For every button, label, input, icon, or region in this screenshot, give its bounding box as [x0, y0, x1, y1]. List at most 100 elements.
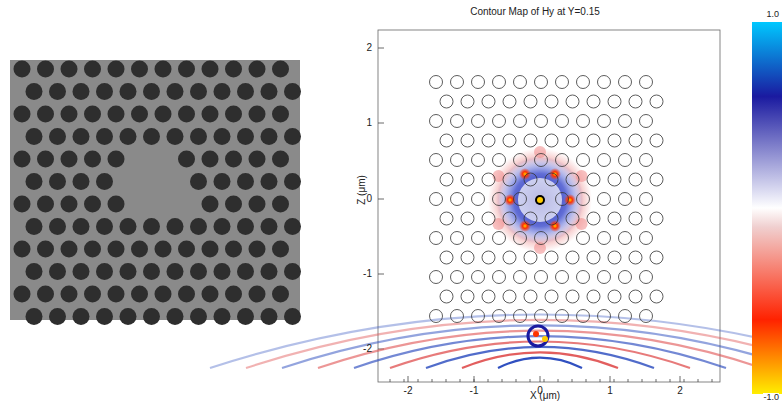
air-hole — [284, 263, 301, 280]
minor-tick — [600, 379, 601, 382]
hole-outline — [598, 193, 611, 206]
tick-label: 2 — [366, 43, 372, 53]
air-hole — [225, 196, 242, 213]
hole-outline — [482, 134, 495, 147]
hole-outline — [451, 193, 464, 206]
hole-outline — [472, 115, 485, 128]
hole-outline — [619, 232, 632, 245]
colorbar — [752, 22, 782, 394]
hole-outline — [650, 95, 663, 108]
hole-outline — [640, 76, 653, 89]
hole-outline — [577, 154, 590, 167]
hole-outline — [587, 251, 600, 264]
tick — [378, 48, 384, 49]
air-hole — [120, 128, 137, 145]
hole-outline — [440, 134, 453, 147]
minor-tick — [586, 379, 587, 382]
air-hole — [49, 308, 66, 325]
hole-outline — [493, 310, 506, 323]
hole-outline — [524, 290, 537, 303]
minor-tick — [460, 379, 461, 382]
hole-outline — [577, 193, 590, 206]
hole-outline — [461, 251, 474, 264]
air-hole — [108, 151, 125, 168]
hole-outline — [524, 251, 537, 264]
hole-outline — [503, 290, 516, 303]
hole-outline — [566, 134, 579, 147]
air-hole — [84, 286, 101, 303]
hole-outline — [493, 271, 506, 284]
air-hole — [237, 173, 254, 190]
hole-outline — [514, 154, 527, 167]
hole-outline — [566, 95, 579, 108]
air-hole — [37, 106, 54, 123]
hole-outline — [608, 212, 621, 225]
air-hole — [120, 83, 137, 100]
air-hole — [272, 286, 289, 303]
air-hole — [178, 106, 195, 123]
air-hole — [178, 61, 195, 78]
minor-tick — [628, 379, 629, 382]
hole-outline — [514, 115, 527, 128]
hole-outline — [640, 115, 653, 128]
air-hole — [225, 241, 242, 258]
hole-outline — [451, 271, 464, 284]
hole-outline — [482, 173, 495, 186]
air-hole — [272, 61, 289, 78]
hole-outline — [598, 115, 611, 128]
hole-outline — [629, 251, 642, 264]
air-hole — [84, 61, 101, 78]
air-hole — [84, 241, 101, 258]
air-hole — [37, 286, 54, 303]
hole-outline — [503, 95, 516, 108]
air-hole — [26, 218, 43, 235]
field-lobe — [519, 168, 531, 180]
air-hole — [14, 196, 31, 213]
hole-outline — [608, 173, 621, 186]
hole-outline — [493, 115, 506, 128]
hole-outline — [619, 310, 632, 323]
air-hole — [178, 151, 195, 168]
hole-outline — [545, 290, 558, 303]
hole-outline — [430, 115, 443, 128]
hole-outline — [619, 76, 632, 89]
hole-outline — [430, 271, 443, 284]
minor-tick — [642, 379, 643, 382]
hole-outline — [535, 271, 548, 284]
minor-tick — [432, 379, 433, 382]
tick-label: -1 — [363, 269, 372, 279]
hole-outline — [650, 212, 663, 225]
hole-outline — [524, 134, 537, 147]
air-hole — [249, 61, 266, 78]
air-hole — [14, 286, 31, 303]
air-hole — [37, 196, 54, 213]
hole-outline — [514, 193, 527, 206]
hole-outline — [598, 310, 611, 323]
hole-outline — [598, 232, 611, 245]
hole-outline — [608, 95, 621, 108]
hole-outline — [619, 115, 632, 128]
hole-outline — [482, 212, 495, 225]
air-hole — [49, 263, 66, 280]
tick-label: 1 — [607, 386, 613, 396]
air-hole — [202, 106, 219, 123]
hole-outline — [577, 76, 590, 89]
air-hole — [108, 106, 125, 123]
tick — [408, 376, 409, 382]
hole-outline — [577, 271, 590, 284]
air-hole — [14, 106, 31, 123]
air-hole — [108, 61, 125, 78]
hole-outline — [608, 134, 621, 147]
air-hole — [261, 128, 278, 145]
air-hole — [61, 286, 78, 303]
field-pattern — [488, 146, 592, 254]
wave-front — [354, 336, 726, 368]
air-hole — [178, 241, 195, 258]
hole-outline — [514, 76, 527, 89]
hole-outline — [451, 232, 464, 245]
air-hole — [272, 151, 289, 168]
hole-outline — [461, 173, 474, 186]
colorbar-label: 1.0 — [766, 10, 779, 19]
hole-outline — [566, 173, 579, 186]
minor-tick — [502, 379, 503, 382]
